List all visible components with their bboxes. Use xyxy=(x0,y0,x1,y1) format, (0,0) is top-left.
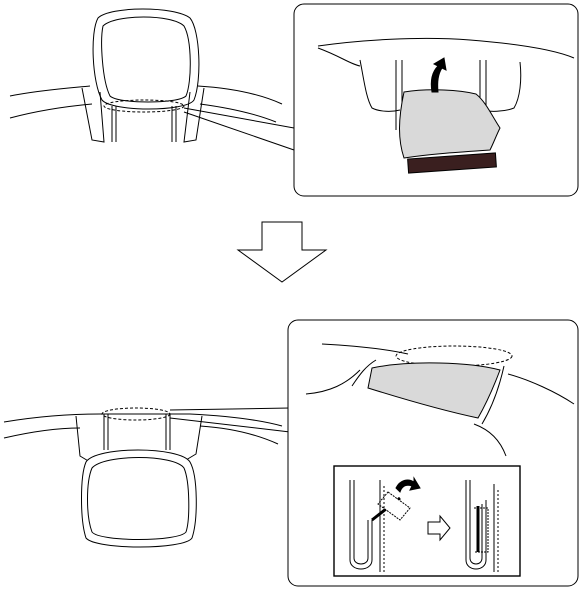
bottom-detail-panel xyxy=(287,319,579,587)
inset-after xyxy=(465,480,499,572)
left-bolster xyxy=(81,87,105,143)
leader-line-top xyxy=(183,107,295,129)
leader-line-bottom-b xyxy=(169,417,291,433)
gray-cloth xyxy=(399,89,501,159)
scraper-tool xyxy=(407,152,497,174)
right-bolster-b xyxy=(185,415,203,461)
detail-seat-lower-right xyxy=(473,423,507,457)
down-arrow-icon xyxy=(236,221,328,283)
inset-before xyxy=(349,480,411,572)
fabric-tuck-inset xyxy=(333,465,521,577)
curved-arrow-icon xyxy=(430,57,447,93)
seat-top-contour-right-upper xyxy=(197,85,283,105)
headrest-cushion-b xyxy=(81,449,197,548)
seat-top-contour-right-lower-b xyxy=(199,425,279,445)
gray-panel-edge-left xyxy=(351,359,377,387)
leader-line-bottom xyxy=(183,111,295,151)
detail-seat-contour xyxy=(317,37,575,59)
right-bolster xyxy=(183,87,205,143)
highlight-ellipse-b xyxy=(101,407,171,421)
inset-frame xyxy=(333,465,521,577)
detail-seat-contour-2 xyxy=(317,47,361,67)
top-detail-panel xyxy=(293,3,579,197)
seat-top-contour-upper-b xyxy=(3,413,283,427)
right-arrow-icon xyxy=(427,514,451,542)
headrest-inner-seam xyxy=(101,16,191,103)
detail-seat-left-side xyxy=(305,369,361,395)
bottom-overview-panel xyxy=(3,407,291,548)
gray-panel-edge-right xyxy=(481,365,505,425)
highlight-ellipse xyxy=(103,99,185,113)
seat-top-contour-lower xyxy=(9,103,93,119)
detail-seat-right-side xyxy=(507,373,575,405)
left-bolster-b xyxy=(75,415,91,463)
headrest-cushion xyxy=(92,8,200,110)
seat-top-contour-lower-b xyxy=(3,427,81,439)
seat-top-gray-panel xyxy=(367,362,501,419)
headrest-inner-seam-b xyxy=(87,457,190,540)
top-overview-panel xyxy=(9,8,295,151)
leader-line-top-b xyxy=(169,407,291,411)
detail-seat-back-contour xyxy=(321,343,409,355)
seat-top-contour-upper xyxy=(9,85,91,97)
curved-arrow-icon xyxy=(395,476,421,493)
seat-top-contour-right-lower xyxy=(199,103,277,123)
detail-headrest-left xyxy=(359,59,401,112)
